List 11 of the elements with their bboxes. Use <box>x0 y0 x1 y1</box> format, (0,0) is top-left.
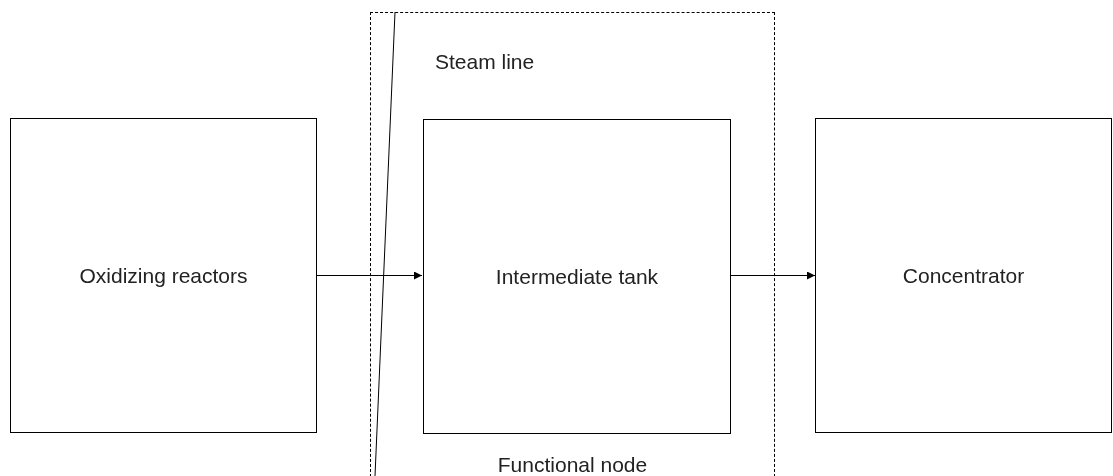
group-label: Functional node <box>496 453 649 476</box>
process-box <box>423 119 731 434</box>
arrow <box>316 271 423 280</box>
process-box <box>815 118 1112 433</box>
functional-node-boundary <box>370 12 775 476</box>
process-box <box>10 118 317 433</box>
node-label: Oxidizing reactors <box>79 263 248 288</box>
node-label: Intermediate tank <box>495 264 659 289</box>
line-label: Steam line <box>435 50 535 74</box>
node-label: Concentrator <box>902 263 1025 288</box>
arrow <box>729 271 816 280</box>
